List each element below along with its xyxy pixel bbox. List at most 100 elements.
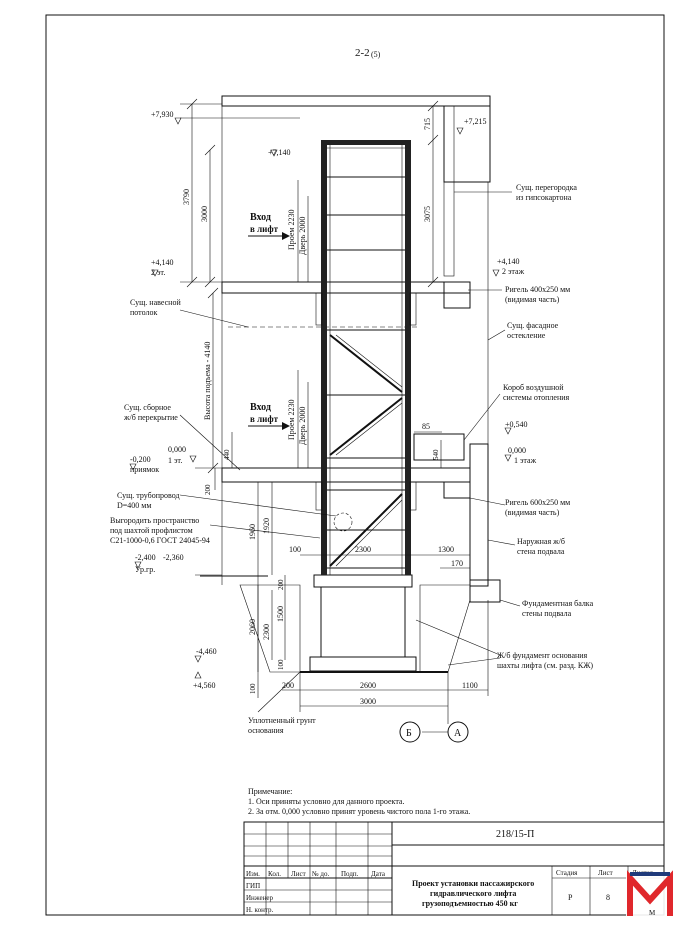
dim-door-bottom: Дверь 2000: [298, 407, 307, 445]
callout-beam400-2: (видимая часть): [505, 295, 560, 304]
callout-beam600-2: (видимая часть): [505, 508, 560, 517]
level-4560: +4,560: [193, 681, 216, 690]
role-engineer: Инженер: [246, 894, 274, 902]
level-0000-right: 0,000: [508, 446, 526, 455]
dim-3000: 3000: [200, 206, 209, 222]
dim-opening-bottom: Проем 2230: [287, 400, 296, 441]
role-gip: ГИП: [246, 882, 260, 890]
stage-value: Р: [568, 893, 573, 902]
callout-fbeam-1: Фундаментная балка: [522, 599, 594, 608]
foundation-body: [320, 586, 406, 658]
dim-440: 440: [223, 449, 231, 460]
dim-1100: 1100: [462, 681, 478, 690]
dim-1500: 1500: [276, 606, 285, 622]
dim-85: 85: [422, 422, 430, 431]
beam-400: [443, 281, 471, 309]
col-doc: № до.: [312, 870, 329, 878]
leader-lines: [179, 191, 521, 713]
logo-m-mark: [627, 870, 673, 916]
callout-glazing-2: остекление: [507, 331, 546, 340]
duct-box: [413, 433, 465, 461]
callout-beam600-1: Ригель 600х250 мм: [505, 498, 570, 507]
note-1: 1. Оси приняты условно для данного проек…: [248, 797, 404, 806]
axis-b-bubble: [399, 721, 421, 743]
dim-3075: 3075: [423, 206, 432, 222]
logo: M: [626, 870, 674, 920]
floor1-slab: [221, 467, 471, 483]
dim-100-b: 100: [249, 683, 257, 694]
dim-opening-top: Проем 2230: [287, 210, 296, 251]
callout-wall-1: Наружная ж/б: [517, 537, 565, 546]
dim-door-top: Дверь 2000: [298, 217, 307, 255]
dim-100-vertical: 100: [277, 659, 285, 670]
callout-slab-2: ж/б перекрытие: [123, 413, 178, 422]
dim-100-a: 100: [289, 545, 301, 554]
exterior-wall: [469, 443, 489, 587]
role-norm-control: Н. контр.: [246, 906, 273, 914]
entry-top-line2: в лифт: [250, 224, 279, 234]
col-izm: Изм.: [246, 870, 260, 878]
callout-foundation-2: шахты лифта (см. разд. КЖ): [497, 661, 593, 670]
axis-a-bubble: [447, 721, 469, 743]
level-4140-right: +4,140: [497, 257, 520, 266]
logo-letter: M: [649, 909, 656, 917]
sheet-header: Лист: [598, 869, 613, 877]
title-block: [243, 821, 665, 916]
stage-header: Стадия: [556, 869, 578, 877]
level-7215: +7,215: [464, 117, 487, 126]
callout-duct-1: Короб воздушной: [503, 383, 564, 392]
level-4140: +4,140: [151, 258, 174, 267]
dim-travel: Высота подъема - 4140: [203, 342, 212, 420]
dim-2300-vertical: 2300: [262, 624, 271, 640]
entry-bottom: Вход в лифт: [248, 402, 290, 430]
project-name-2: гидравлического лифта: [430, 889, 516, 898]
callout-duct-2: системы отопления: [503, 393, 570, 402]
col-list: Лист: [291, 870, 306, 878]
col-sign: Подп.: [341, 870, 359, 878]
level-m0200: -0,200: [130, 455, 151, 464]
callout-glazing-1: Сущ. фасадное: [507, 321, 559, 330]
soil-right: [419, 584, 471, 673]
level-0000: 0,000: [168, 445, 186, 454]
dim-1960: 1960: [248, 524, 257, 540]
pipe-circle: [333, 512, 353, 532]
dim-3790: 3790: [182, 189, 191, 205]
dim-540: 540: [432, 449, 440, 460]
dim-170: 170: [451, 559, 463, 568]
callout-partition-1: Сущ. перегородка: [516, 183, 577, 192]
beam-600: [443, 481, 471, 499]
foundation-beam: [469, 579, 501, 603]
left-dimensions: [180, 98, 309, 698]
callout-fbeam-2: стены подвала: [522, 609, 572, 618]
grid-axes: [399, 712, 469, 743]
entry-bottom-line2: в лифт: [250, 414, 279, 424]
callout-fill-2: под шахтой профлистом: [110, 526, 193, 535]
level-m2400: -2,400: [135, 553, 156, 562]
callout-fill-3: С21-1000-0,6 ГОСТ 24045-94: [110, 536, 210, 545]
dim-2300: 2300: [355, 545, 371, 554]
callout-slab-1: Сущ. сборное: [124, 403, 171, 412]
floor1-label: 1 эт.: [168, 456, 182, 465]
axis-a-label: А: [454, 728, 462, 739]
right-dimensions: [414, 100, 442, 468]
entry-bottom-line1: Вход: [250, 402, 271, 413]
callout-fill-1: Выгородить пространство: [110, 516, 199, 525]
lift-shaft: [315, 140, 417, 575]
project-code: 218/15-П: [496, 829, 534, 840]
callout-beam400-1: Ригель 400х250 мм: [505, 285, 570, 294]
callout-pipe-1: Сущ. трубопровод: [117, 491, 180, 500]
dim-200-vertical: 200: [277, 579, 285, 590]
axis-b-label: Б: [406, 728, 412, 739]
level-markers: [129, 117, 512, 679]
level-7140: +7,140: [268, 148, 291, 157]
dim-3000-horizontal: 3000: [360, 697, 376, 706]
notes-heading: Примечание:: [248, 787, 292, 796]
entry-top-line1: Вход: [250, 212, 271, 223]
dim-2060: 2060: [248, 619, 257, 635]
callout-ceiling-2: потолок: [130, 308, 157, 317]
roof-slab: [221, 95, 491, 107]
callout-partition-2: из гипсокартона: [516, 193, 572, 202]
ground-level-label: Ур.гр.: [135, 565, 155, 574]
